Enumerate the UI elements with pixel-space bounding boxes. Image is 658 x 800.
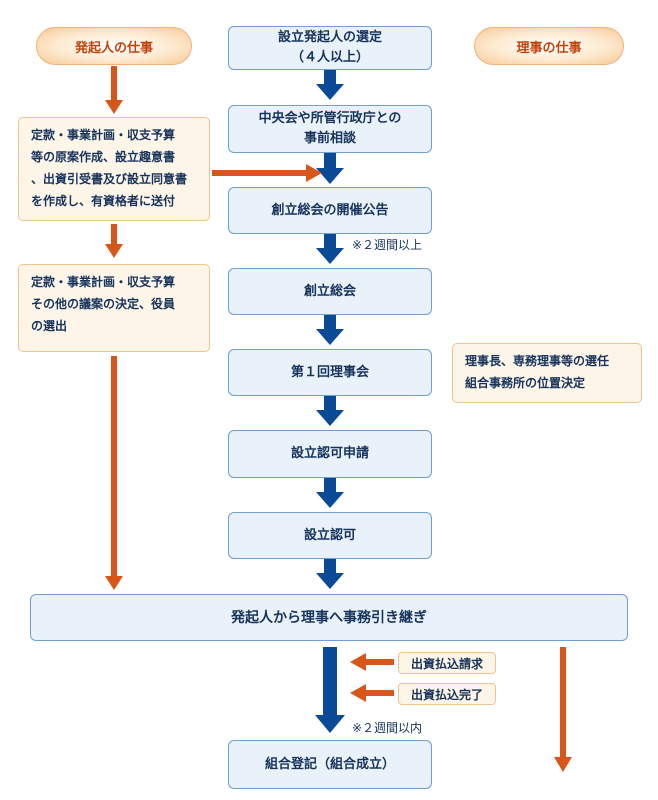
director-role-label: 理事の仕事 [474,27,624,65]
step-approval-application: 設立認可申請 [228,430,432,478]
step-handover-text: 発起人から理事へ事務引き継ぎ [231,609,427,626]
step-handover: 発起人から理事へ事務引き継ぎ [30,594,628,641]
promoter-role-text: 発起人の仕事 [74,40,153,56]
note-promoter-task1: 定款・事業計画・収支予算 等の原案作成、設立趣意書 、出資引受書及び設立同意書 … [18,117,210,221]
blue-arrow-6-7 [316,478,344,508]
note-payment-request: 出資払込請求 [398,652,496,674]
note-promoter-task1-line4: を作成し、有資格者に送付 [31,194,176,208]
note-director-task1-line1: 理事長、専務理事等の選任 [465,354,610,368]
blue-arrow-2-3 [316,153,344,184]
step-founding-meeting-text: 創立総会 [303,283,356,299]
blue-arrow-5-6 [316,396,344,426]
step-approval-application-text: 設立認可申請 [290,446,369,461]
annotation-two-weeks-within: ※２週間以内 [352,721,423,735]
step-first-board-meeting: 第１回理事会 [228,349,432,396]
step-select-promoters-line1: 設立発起人の選定 [277,30,382,45]
promoter-role-label: 発起人の仕事 [36,27,192,65]
note-promoter-task2-line2: その他の議案の決定、役員 [31,297,176,311]
step-approval-text: 設立認可 [303,527,356,543]
note-payment-complete: 出資払込完了 [398,683,496,705]
orange-arrow-payment-complete [350,684,394,702]
step-founding-meeting: 創立総会 [228,268,432,315]
blue-arrow-3-4 [316,234,344,264]
note-director-task1-line2: 組合事務所の位置決定 [465,376,586,390]
note-payment-complete-text: 出資払込完了 [410,687,483,702]
step-approval: 設立認可 [228,512,432,559]
blue-arrow-7-8 [316,559,344,589]
note-director-task1: 理事長、専務理事等の選任 組合事務所の位置決定 [452,343,642,403]
blue-arrow-8-9 [315,647,345,733]
step-prior-consultation-line2: 事前相談 [303,131,356,146]
step-public-notice: 創立総会の開催公告 [228,187,432,234]
step-registration-text: 組合登記（組合成立） [264,756,395,772]
note-promoter-task2-line1: 定款・事業計画・収支予算 [31,275,176,289]
orange-arrow-role-to-task1 [105,66,123,114]
step-prior-consultation-line1: 中央会や所管行政庁との [258,111,402,126]
step-select-promoters-line2: （４人以上） [290,50,369,65]
step-first-board-meeting-text: 第１回理事会 [290,364,369,380]
orange-arrow-task1-to-task2 [105,224,123,258]
annotation-two-weeks-after: ※２週間以上 [352,238,423,252]
note-promoter-task1-line1: 定款・事業計画・収支予算 [31,128,176,142]
note-promoter-task2: 定款・事業計画・収支予算 その他の議案の決定、役員 の選出 [18,264,210,352]
step-registration: 組合登記（組合成立） [228,740,432,789]
orange-arrow-payment-request [350,653,394,671]
note-payment-request-text: 出資払込請求 [410,656,483,671]
orange-arrow-task2-to-s8 [105,356,123,590]
director-role-text: 理事の仕事 [516,40,582,56]
step-public-notice-text: 創立総会の開催公告 [271,202,389,218]
note-promoter-task2-line3: の選出 [31,319,68,333]
step-prior-consultation: 中央会や所管行政庁との 事前相談 [228,105,432,153]
note-promoter-task1-line3: 、出資引受書及び設立同意書 [31,172,188,186]
orange-arrow-director-down [554,647,572,772]
orange-arrow-task1-to-s3 [212,164,322,182]
blue-arrow-1-2 [316,70,344,100]
step-select-promoters: 設立発起人の選定 （４人以上） [228,26,432,70]
blue-arrow-4-5 [316,315,344,345]
note-promoter-task1-line2: 等の原案作成、設立趣意書 [31,150,176,164]
